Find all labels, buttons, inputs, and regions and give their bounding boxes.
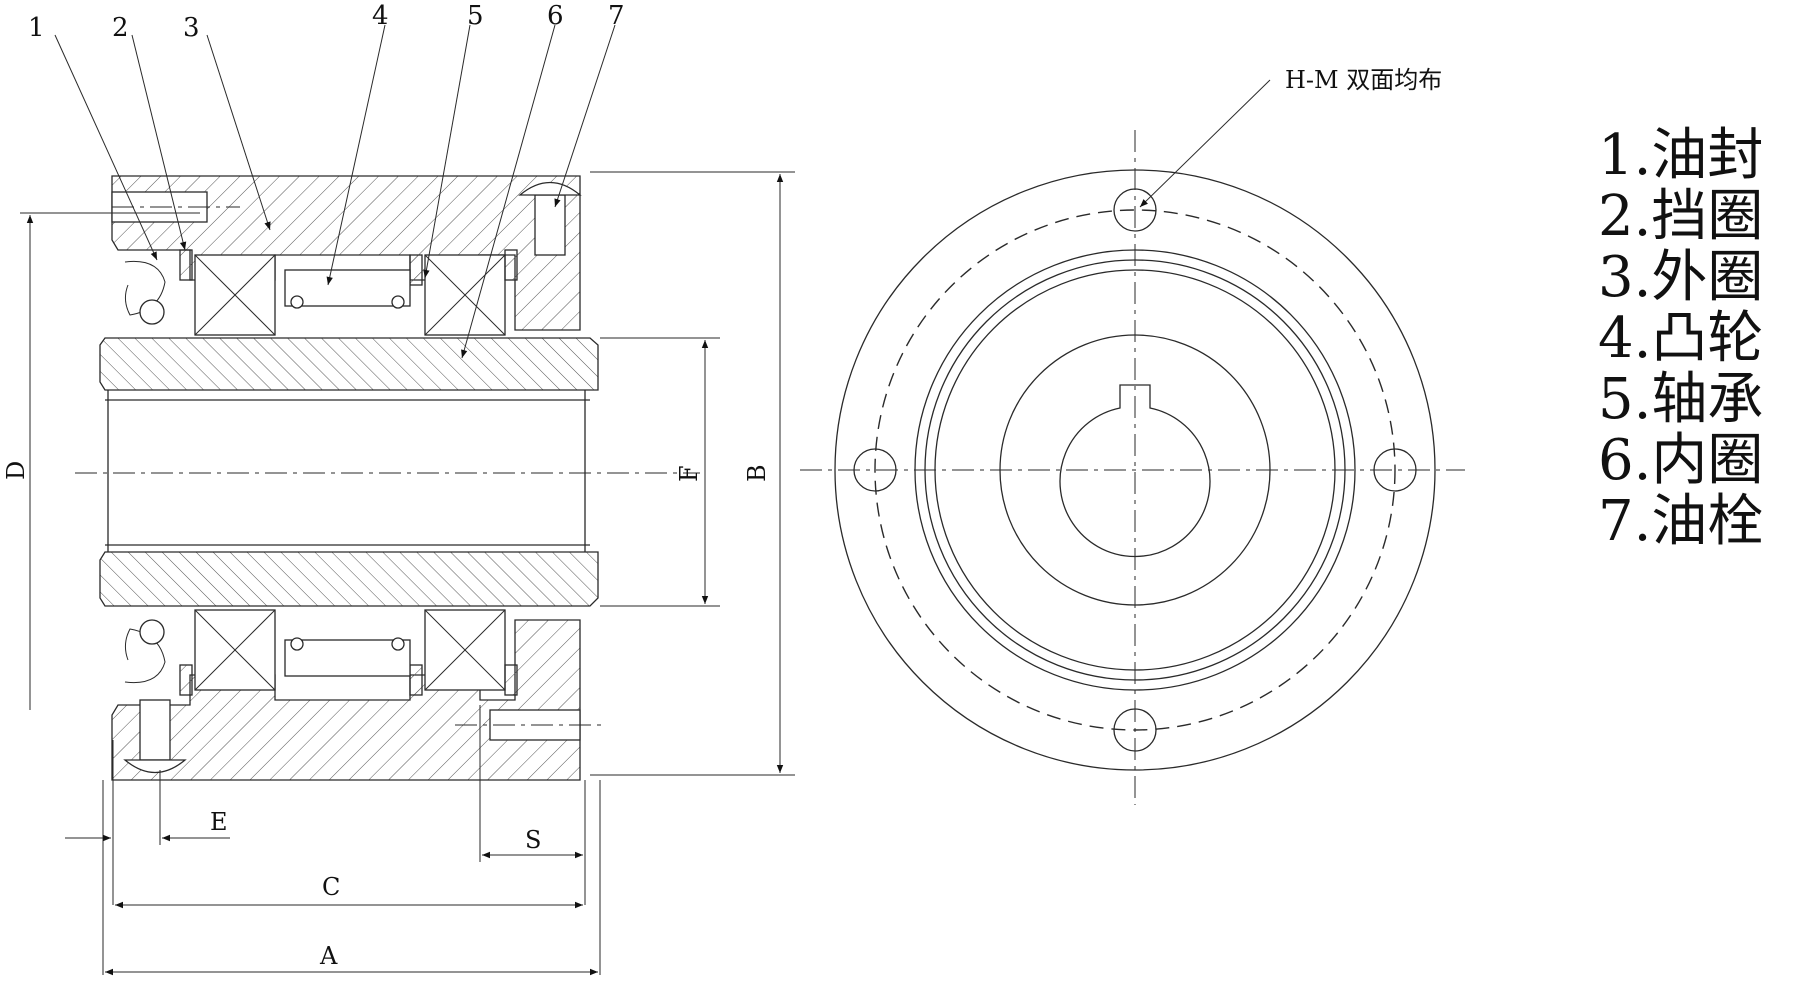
legend-item: 6.内圈 bbox=[1598, 428, 1764, 493]
dim-label-E: E bbox=[210, 808, 228, 836]
dim-label-F: F bbox=[675, 465, 703, 482]
parts-legend: 1.油封 2.挡圈 3.外圈 4.凸轮 5.轴承 6.内圈 7.油栓 bbox=[1598, 125, 1814, 552]
legend-item: 7.油栓 bbox=[1598, 489, 1764, 554]
callout-7: 7 bbox=[608, 1, 625, 31]
dim-label-D: D bbox=[2, 461, 30, 480]
callout-2: 2 bbox=[112, 13, 129, 43]
legend-item: 4.凸轮 bbox=[1598, 306, 1764, 371]
legend-item: 1.油封 bbox=[1598, 123, 1764, 188]
hole-note: H-M 双面均布 bbox=[1285, 66, 1442, 94]
legend-item: 3.外圈 bbox=[1598, 245, 1764, 310]
front-view: H-M 双面均布 bbox=[800, 66, 1465, 805]
dim-label-B: B bbox=[743, 464, 771, 482]
callout-1: 1 bbox=[28, 13, 45, 43]
legend-item: 5.轴承 bbox=[1598, 367, 1764, 432]
callout-4: 4 bbox=[372, 1, 389, 31]
legend-item: 2.挡圈 bbox=[1598, 184, 1764, 249]
inner-ring-lower bbox=[99, 551, 599, 607]
inner-ring-upper bbox=[99, 337, 599, 391]
callout-5: 5 bbox=[467, 1, 484, 31]
dim-label-C: C bbox=[322, 873, 340, 901]
dim-label-A: A bbox=[319, 942, 338, 970]
dim-label-S: S bbox=[525, 826, 541, 854]
callout-6: 6 bbox=[547, 1, 564, 31]
section-view: D F B E S C A bbox=[2, 1, 795, 976]
callout-3: 3 bbox=[183, 13, 200, 43]
